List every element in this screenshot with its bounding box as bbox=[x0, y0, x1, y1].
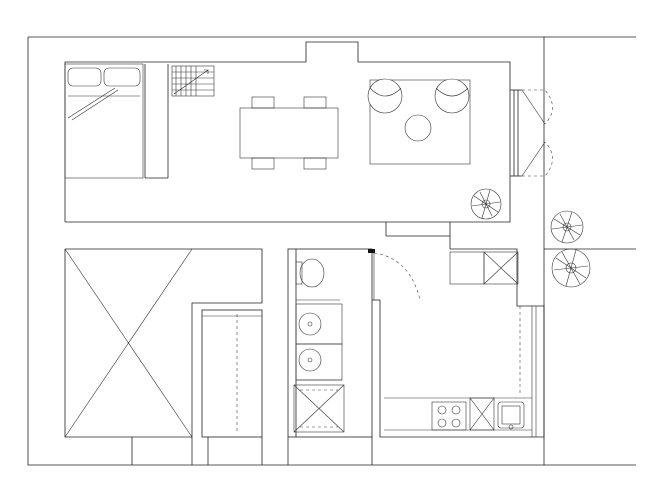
cabinet bbox=[201, 309, 263, 465]
bathroom-door bbox=[368, 249, 421, 301]
kitchen bbox=[379, 248, 545, 438]
bathroom bbox=[287, 248, 373, 465]
dining-table bbox=[239, 96, 339, 170]
hallway bbox=[385, 222, 451, 249]
storage-block bbox=[64, 248, 263, 465]
balcony-door bbox=[521, 89, 553, 177]
staircase bbox=[171, 65, 215, 97]
living-area-walls bbox=[64, 41, 522, 223]
plant bbox=[550, 210, 584, 244]
wardrobe-partition bbox=[144, 64, 169, 179]
plant bbox=[470, 188, 502, 220]
site-boundary bbox=[27, 36, 636, 466]
plant bbox=[551, 248, 591, 288]
bed bbox=[64, 63, 144, 179]
lounge-set bbox=[367, 78, 471, 165]
